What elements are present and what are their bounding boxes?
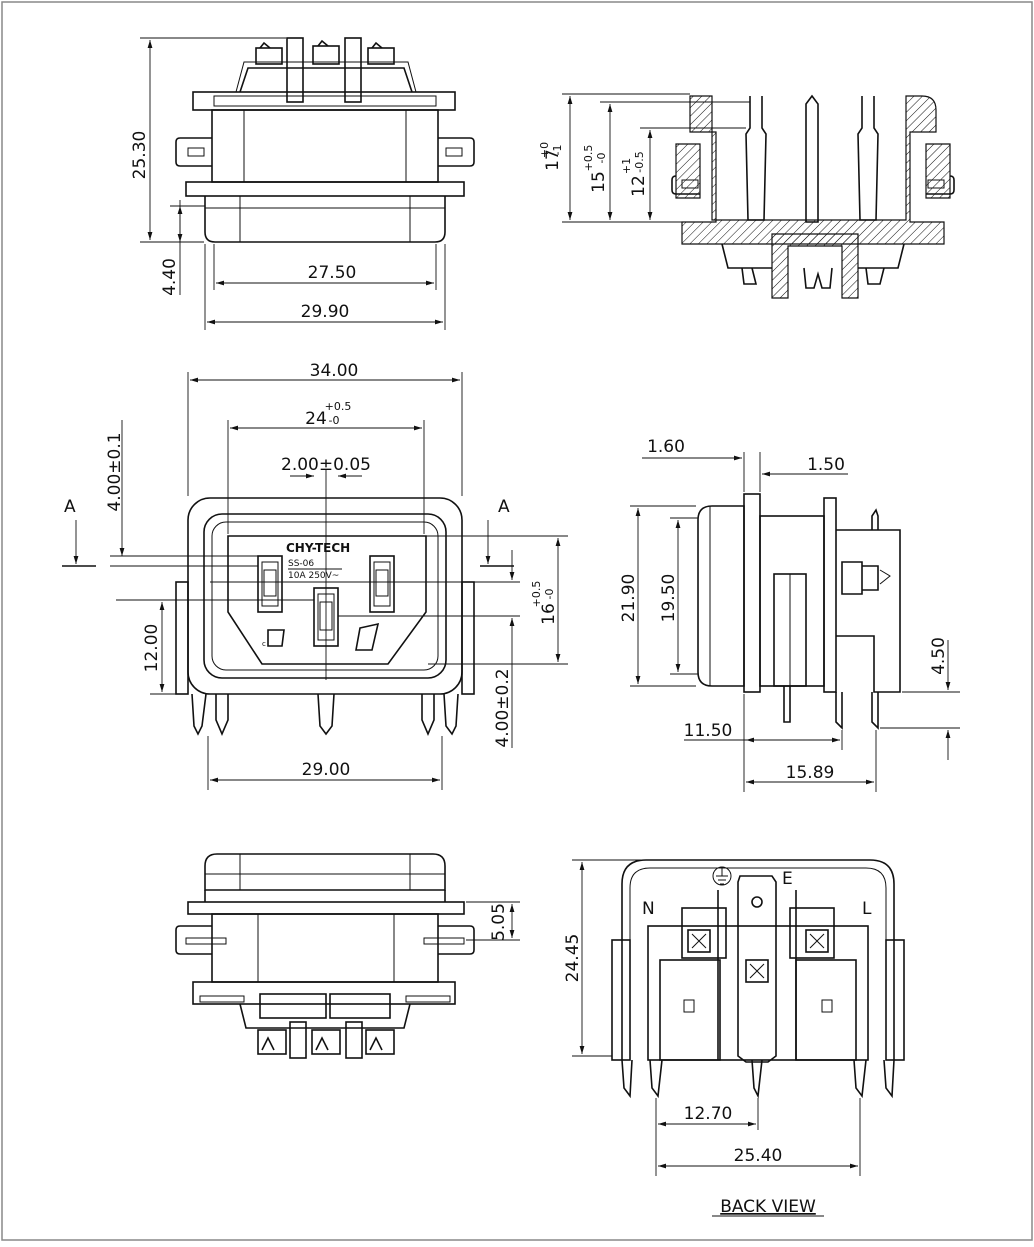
- dim-top-flange: 4.40: [160, 258, 180, 296]
- section-view: 17 +0 -1 15 +0.5 -0 12 +1 -0.5: [538, 93, 955, 299]
- dim-section-17: 17: [543, 149, 563, 171]
- dim-top-inner-width: 27.50: [308, 263, 357, 283]
- dim-front-base-width: 29.00: [302, 760, 351, 780]
- dim-section-17-tol-up: +0: [538, 142, 551, 158]
- dim-side-tail: 4.50: [929, 637, 949, 675]
- terminal-line-label: L: [862, 899, 872, 919]
- dim-front-opening-tol-dn: -0: [329, 414, 340, 427]
- back-view: N E L 24.45 12.70 25.40 BACK VIEW: [563, 859, 905, 1217]
- dim-top-height: 25.30: [130, 131, 150, 180]
- top-view: 25.30 4.40 27.50 29.90: [130, 37, 475, 330]
- dim-opening-height-tol-up: +0.5: [530, 581, 543, 608]
- terminal-neutral-label: N: [642, 899, 655, 919]
- dim-section-12: 12: [629, 175, 649, 197]
- section-marker-left: A: [64, 497, 76, 517]
- dim-pin-width: 2.00±0.05: [281, 455, 371, 475]
- model-text: SS-06: [288, 559, 314, 569]
- dim-front-opening-tol-up: +0.5: [325, 400, 352, 413]
- brand-text: CHY-TECH: [286, 541, 350, 555]
- section-marker-right: A: [498, 497, 510, 517]
- front-view: CHY-TECH SS-06 10A 250V~ c 34.00 24 +0.5…: [62, 361, 568, 790]
- rating-text: 10A 250V~: [288, 571, 339, 581]
- dim-front-opening: 24: [305, 409, 327, 429]
- dim-side-thickness-1: 1.60: [647, 437, 685, 457]
- dim-front-width: 34.00: [310, 361, 359, 381]
- ul-mark: c: [262, 640, 266, 648]
- dim-section-15-tol-dn: -0: [595, 153, 608, 164]
- dim-section-15: 15: [589, 171, 609, 193]
- terminal-earth-label: E: [782, 869, 793, 889]
- dim-top-outer-width: 29.90: [301, 302, 350, 322]
- dim-pin-offset-top: 4.00±0.1: [105, 432, 125, 511]
- dim-section-17-tol-dn: -1: [551, 145, 564, 156]
- dim-side-depth-2: 15.89: [786, 763, 835, 783]
- dim-opening-height: 16: [539, 603, 559, 625]
- side-view: 1.60 1.50 21.90 19.50 4.50 11.50 15.89: [619, 437, 960, 792]
- dim-bottom-lug: 5.05: [489, 903, 509, 941]
- dim-side-depth-1: 11.50: [684, 721, 733, 741]
- dim-back-pitch-1: 12.70: [684, 1104, 733, 1124]
- dim-section-15-tol-up: +0.5: [582, 145, 595, 172]
- dim-side-height-inner: 19.50: [659, 574, 679, 623]
- dim-pin-offset-bottom: 4.00±0.2: [493, 668, 513, 747]
- bottom-view: 5.05: [175, 853, 520, 1059]
- dim-section-12-tol-up: +1: [620, 158, 633, 174]
- dim-side-height-outer: 21.90: [619, 574, 639, 623]
- dim-back-height: 24.45: [563, 934, 583, 983]
- dim-section-12-tol-dn: -0.5: [633, 151, 646, 172]
- back-view-caption: BACK VIEW: [720, 1197, 816, 1217]
- dim-side-thickness-2: 1.50: [807, 455, 845, 475]
- dim-back-pitch-2: 25.40: [734, 1146, 783, 1166]
- dim-opening-height-tol-dn: -0: [543, 589, 556, 600]
- dim-pin-height: 12.00: [142, 624, 162, 673]
